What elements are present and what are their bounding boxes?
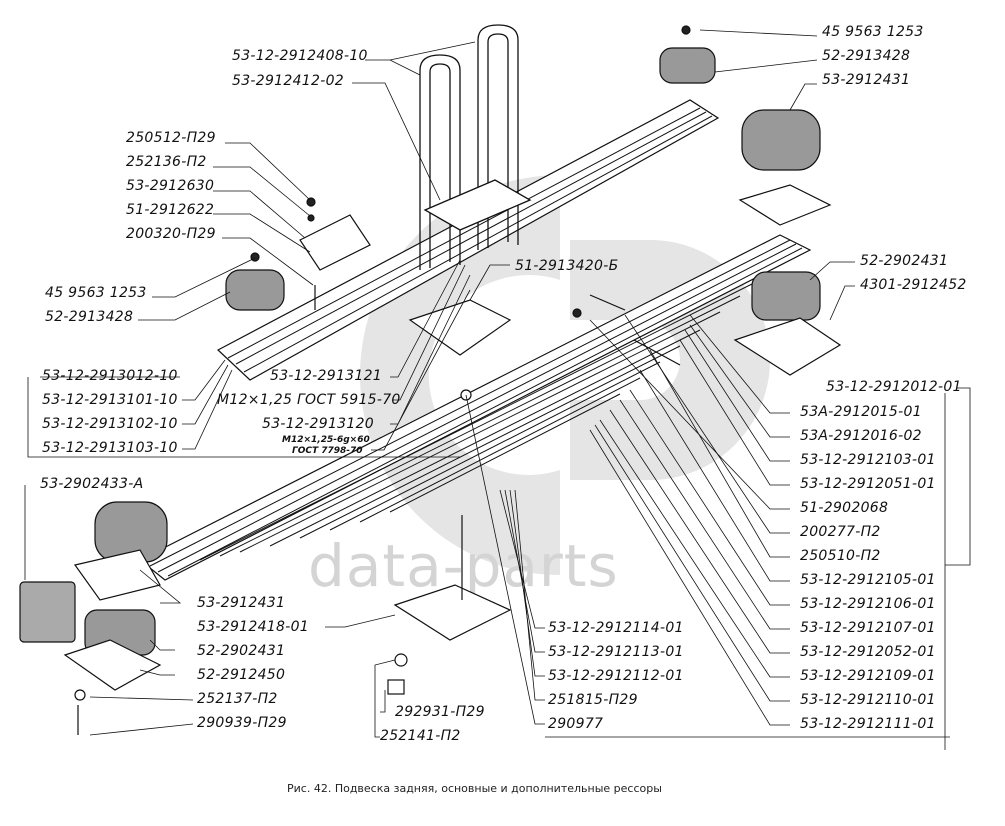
- label-leaf-110: 53-12-2912110-01: [800, 692, 936, 708]
- label-nut-250512: 250512-П29: [126, 130, 216, 146]
- label-cushion-left-53-2912431: 53-2912431: [197, 595, 286, 611]
- label-bolt-200320: 200320-П29: [126, 226, 216, 242]
- brackets: [63, 184, 842, 691]
- u-bolt: [419, 24, 532, 270]
- label-washer-252137: 252137-П2: [197, 691, 278, 707]
- leader-lines: [24, 29, 971, 750]
- label-leaf-103: 53-12-2912103-01: [800, 452, 936, 468]
- label-nut-left-459563: 45 9563 1253: [45, 285, 147, 301]
- label-cap-4301-2912452: 4301-2912452: [860, 277, 967, 293]
- label-nut-292931: 292931-П29: [395, 704, 485, 720]
- label-bolt-290977: 290977: [548, 716, 604, 732]
- label-pad-51-2912622: 51-2912622: [126, 202, 215, 218]
- label-aux-120: 53-12-2913120: [262, 416, 374, 432]
- main-spring: [138, 234, 812, 581]
- label-leaf-53a-015: 53А-2912015-01: [800, 404, 922, 420]
- label-washer-252136: 252136-П2: [126, 154, 207, 170]
- figure-caption: Рис. 42. Подвеска задняя, основные и доп…: [287, 782, 662, 795]
- label-nut-251815: 251815-П29: [548, 692, 638, 708]
- label-bolt-290939: 290939-П29: [197, 715, 287, 731]
- label-bolt-200277: 200277-П2: [800, 524, 881, 540]
- label-aux-spring-assembly: 53-12-2913012-10: [42, 368, 178, 384]
- label-aux-leaf-102: 53-12-2913102-10: [42, 416, 178, 432]
- label-leaf-051: 53-12-2912051-01: [800, 476, 936, 492]
- label-nut-right-459563: 45 9563 1253: [822, 24, 924, 40]
- label-leaf-105: 53-12-2912105-01: [800, 572, 936, 588]
- label-nut-250510: 250510-П2: [800, 548, 881, 564]
- label-pad-53-2912418: 53-2912418-01: [197, 619, 309, 635]
- label-u-bolt-plate: 53-2912412-02: [232, 73, 344, 89]
- label-leaf-106: 53-12-2912106-01: [800, 596, 936, 612]
- label-leaf-53a-016: 53А-2912016-02: [800, 428, 922, 444]
- label-u-bolt: 53-12-2912408-10: [232, 48, 368, 64]
- label-leaf-113: 53-12-2912113-01: [548, 644, 684, 660]
- label-cap-52-2912450: 52-2912450: [197, 667, 286, 683]
- label-cushion-right-53-2912431: 53-2912431: [822, 72, 911, 88]
- label-washer-252141: 252141-П2: [380, 728, 461, 744]
- label-cushion-52-2902431-right: 52-2902431: [860, 253, 949, 269]
- label-leaf-114: 53-12-2912114-01: [548, 620, 684, 636]
- label-bolt-m12-line2: ГОСТ 7798-70: [292, 446, 363, 456]
- label-leaf-052: 53-12-2912052-01: [800, 644, 936, 660]
- label-stopper-51-2913420: 51-2913420-Б: [515, 258, 619, 274]
- label-aux-leaf-103: 53-12-2913103-10: [42, 440, 178, 456]
- label-bracket-53-2912630: 53-2912630: [126, 178, 215, 194]
- label-buffer-right: 52-2913428: [822, 48, 911, 64]
- label-leaf-109: 53-12-2912109-01: [800, 668, 936, 684]
- label-cushion-left-52-2902431: 52-2902431: [197, 643, 286, 659]
- label-main-spring-assembly: 53-12-2912012-01: [826, 379, 962, 395]
- fasteners: [74, 25, 691, 735]
- label-aux-leaf-101: 53-12-2913101-10: [42, 392, 178, 408]
- label-pin-51-2902068: 51-2902068: [800, 500, 889, 516]
- label-leaf-111: 53-12-2912111-01: [800, 716, 936, 732]
- label-nut-m12-gost5915: М12×1,25 ГОСТ 5915-70: [217, 392, 401, 408]
- label-leaf-112: 53-12-2912112-01: [548, 668, 684, 684]
- label-bolt-m12-line1: М12×1,25-6g×60: [282, 435, 370, 445]
- label-cushion-left-53-2902433: 53-2902433-А: [40, 476, 144, 492]
- label-buffer-left: 52-2913428: [45, 309, 134, 325]
- label-aux-121: 53-12-2913121: [270, 368, 382, 384]
- label-leaf-107: 53-12-2912107-01: [800, 620, 936, 636]
